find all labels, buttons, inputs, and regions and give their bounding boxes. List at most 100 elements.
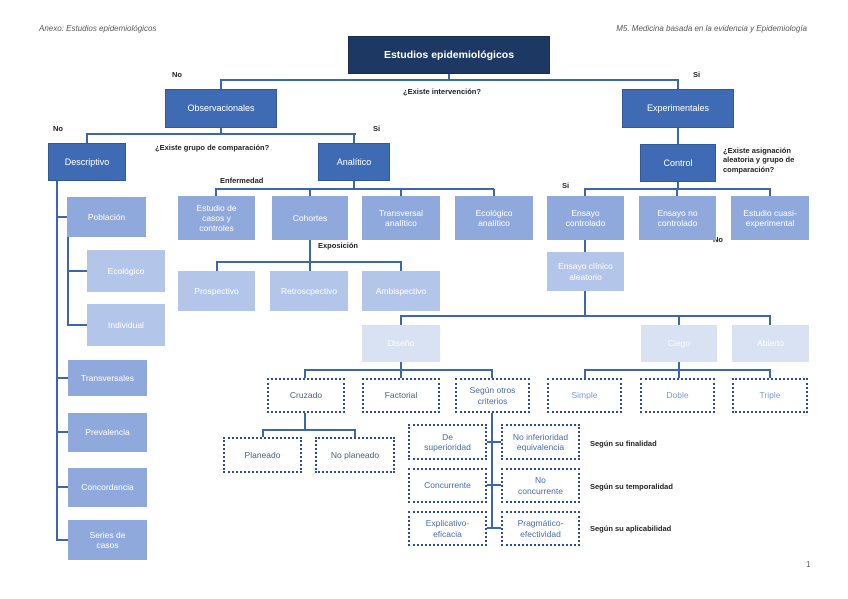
node-ensayo-no-controlado: Ensayo no controlado xyxy=(639,196,716,240)
connector xyxy=(491,413,493,529)
node-retrospectivo: Retroscpectivo xyxy=(270,271,348,311)
connector xyxy=(67,270,88,272)
connector xyxy=(220,81,222,89)
node-factorial: Factorial xyxy=(362,378,440,413)
header-right: M5. Medicina basada en la evidencia y Ep… xyxy=(616,24,807,33)
connector xyxy=(584,369,771,371)
node-planeado: Planeado xyxy=(223,437,302,473)
connector xyxy=(487,484,501,486)
connector xyxy=(86,133,356,135)
label-segun-finalidad: Según su finalidad xyxy=(590,439,657,448)
node-segun-otros-criterios: Según otros criterios xyxy=(455,378,530,413)
connector xyxy=(448,74,450,81)
label-segun-temporalidad: Según su temporalidad xyxy=(590,482,673,491)
label-existe-intervencion: ¿Existe intervención? xyxy=(403,87,481,96)
label-existe-asignacion: ¿Existe asignación aleatoria y grupo de … xyxy=(723,146,795,174)
node-descriptivo: Descriptivo xyxy=(48,143,126,181)
connector xyxy=(309,240,311,271)
node-series-de-casos: Series de casos xyxy=(68,520,147,560)
label-segun-aplicabilidad: Según su aplicabilidad xyxy=(590,524,672,533)
connector xyxy=(56,377,69,379)
connector xyxy=(677,182,679,189)
node-abierto: Abierto xyxy=(732,325,809,362)
node-prospectivo: Prospectivo xyxy=(178,271,255,311)
connector xyxy=(400,189,402,196)
connector xyxy=(67,324,88,326)
node-observacionales: Observacionales xyxy=(165,89,277,128)
connector xyxy=(56,216,68,218)
header-left: Anexo: Estudios epidemiológicos xyxy=(39,24,157,33)
connector xyxy=(678,316,680,325)
node-de-superioridad: De superioridad xyxy=(408,424,487,460)
node-diseno: Diseño xyxy=(362,325,440,362)
connector xyxy=(304,413,306,430)
node-no-planeado: No planeado xyxy=(315,437,395,473)
node-cohortes: Cohortes xyxy=(272,196,348,240)
node-no-inferioridad-equivalencia: No inferioridad equivalencia xyxy=(501,424,580,460)
node-control: Control xyxy=(640,144,716,182)
node-cruzado: Cruzado xyxy=(267,378,345,413)
node-ecologico-analitico: Ecológico analítico xyxy=(455,196,533,240)
node-estudio-cuasi-experimental: Estudio cuasi- experimental xyxy=(731,196,809,240)
connector xyxy=(353,134,355,143)
connector xyxy=(309,189,311,196)
label-existe-grupo: ¿Existe grupo de comparación? xyxy=(155,143,270,152)
connector xyxy=(304,369,493,371)
connector xyxy=(216,262,218,271)
node-ecologico: Ecológico xyxy=(87,250,165,292)
connector xyxy=(487,441,501,443)
connector xyxy=(400,262,402,271)
label-si-asignacion: Si xyxy=(562,181,570,190)
node-no-concurrente: No concurrente xyxy=(501,468,580,503)
node-estudio-casos-controles: Estudio de casos y controles xyxy=(178,196,255,240)
node-transversal-analitico: Transversal analítico xyxy=(362,196,440,240)
connector xyxy=(493,189,495,196)
node-doble: Doble xyxy=(640,378,715,413)
connector xyxy=(86,134,88,143)
label-enfermedad: Enfermedad xyxy=(220,176,264,185)
connector xyxy=(677,128,679,144)
node-ciego: Ciego xyxy=(641,325,717,362)
connector xyxy=(56,181,58,541)
connector xyxy=(56,486,69,488)
connector xyxy=(677,81,679,89)
connector xyxy=(215,188,494,190)
label-si-intervencion: Si xyxy=(693,70,701,79)
label-exposicion: Exposición xyxy=(318,241,359,250)
connector xyxy=(584,370,586,378)
node-explicativo-eficacia: Explicativo- eficacia xyxy=(408,511,487,546)
node-ambispectivo: Ambispectivo xyxy=(362,271,440,311)
label-no-asignacion: No xyxy=(713,235,723,244)
connector xyxy=(584,240,586,252)
connector xyxy=(262,429,356,431)
label-si-grupo: Si xyxy=(373,124,381,133)
connector xyxy=(262,430,264,437)
connector xyxy=(584,291,586,316)
connector xyxy=(220,128,222,134)
node-ensayo-controlado: Ensayo controlado xyxy=(547,196,624,240)
connector xyxy=(354,430,356,437)
connector xyxy=(67,237,69,325)
node-estudios-epidemiologicos: Estudios epidemiológicos xyxy=(348,36,550,74)
connector xyxy=(584,189,586,196)
connector xyxy=(769,370,771,378)
node-poblacion: Población xyxy=(67,197,146,237)
connector xyxy=(216,261,402,263)
node-ensayo-clinico-aleatorio: Ensayo clínico aleatorio xyxy=(547,252,624,291)
connector xyxy=(400,315,771,317)
node-pragmatico-efectividad: Pragmático- efectividad xyxy=(501,511,580,546)
connector xyxy=(676,189,678,196)
node-transversales: Transversales xyxy=(68,360,147,396)
node-triple: Triple xyxy=(732,378,808,413)
connector xyxy=(215,189,217,196)
node-analitico: Analítico xyxy=(318,143,390,181)
connector xyxy=(220,79,679,81)
page-number: 1 xyxy=(806,560,811,569)
label-no-intervencion: No xyxy=(172,70,182,79)
connector xyxy=(56,539,69,541)
connector xyxy=(400,316,402,325)
node-experimentales: Experimentales xyxy=(622,89,734,128)
node-simple: Simple xyxy=(547,378,622,413)
node-concordancia: Concordancia xyxy=(68,468,147,507)
